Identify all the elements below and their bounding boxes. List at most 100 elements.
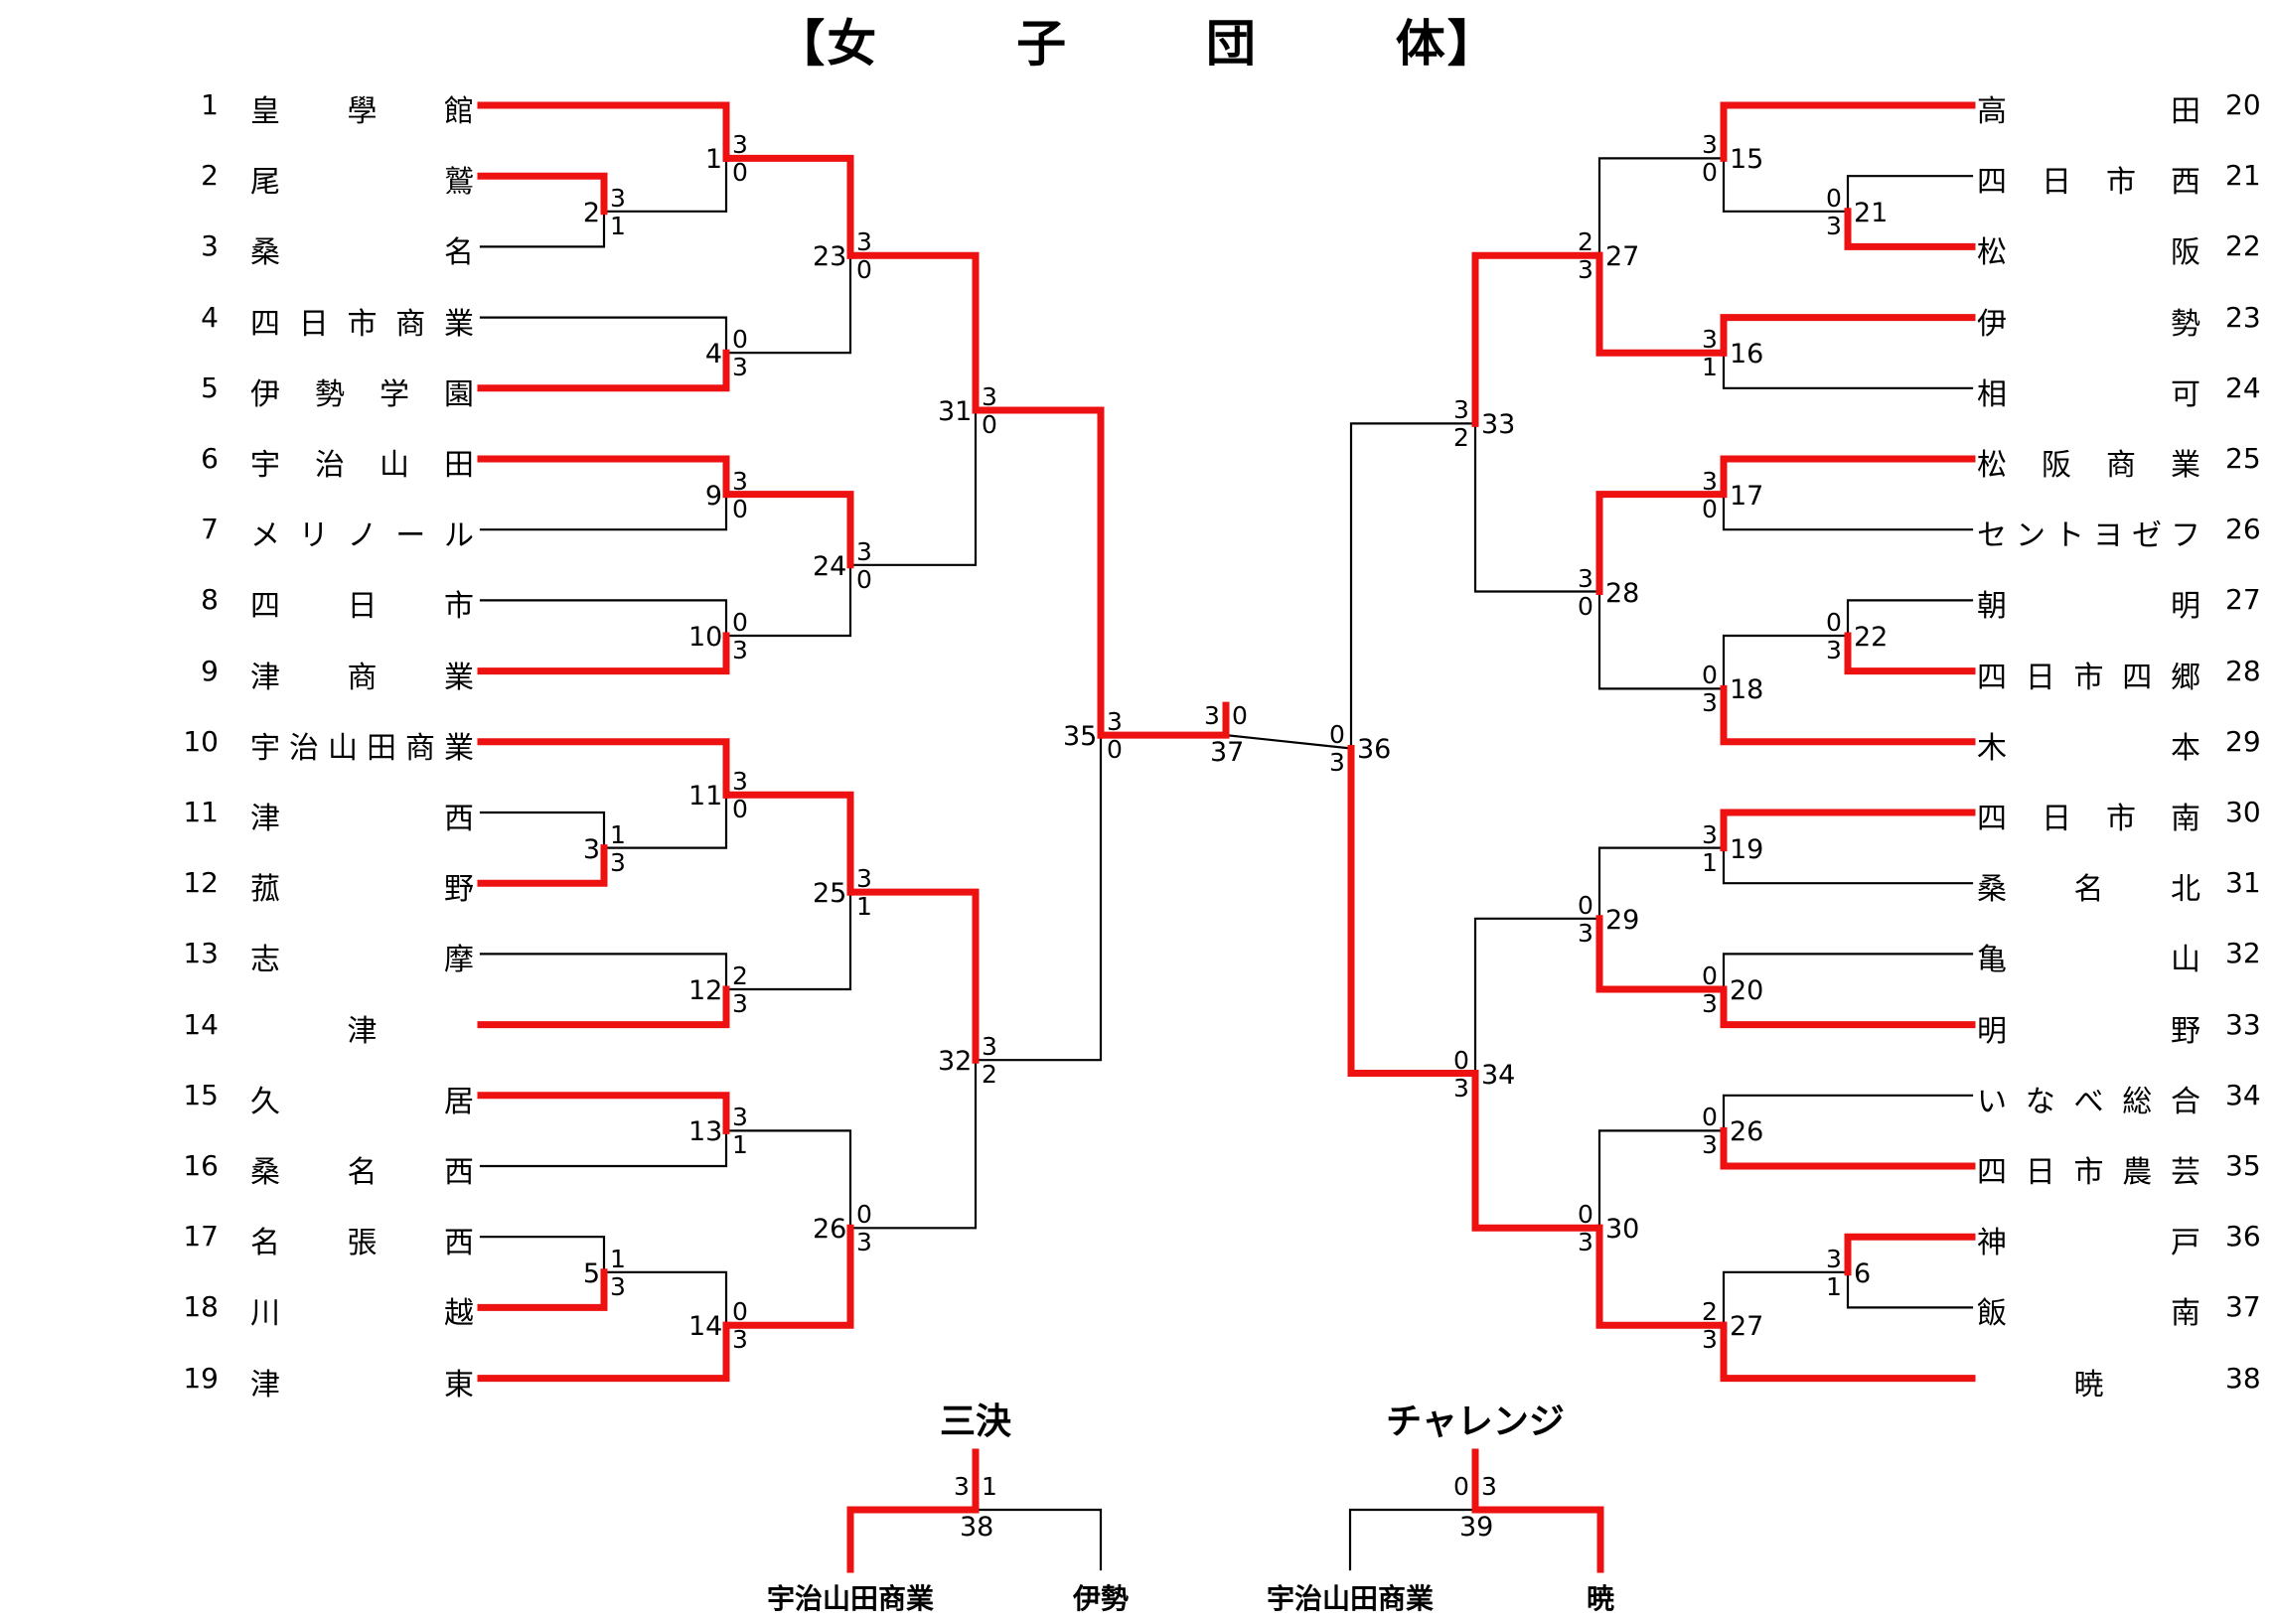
bracket-line [1720, 101, 1976, 162]
bracket-line [479, 1129, 728, 1168]
team-name-char: 四 [1977, 802, 2007, 836]
sub-bracket-line [974, 1508, 1103, 1571]
bracket-line [722, 1224, 854, 1329]
team-name-char: 伊 [250, 376, 280, 412]
bracket-line [602, 794, 728, 849]
bracket-line [1471, 251, 1603, 427]
match-score-bottom: 3 [1702, 1130, 1718, 1160]
match-score-bottom: 1 [1702, 847, 1718, 877]
bracket-line [477, 172, 608, 216]
match-score-bottom: 3 [1578, 255, 1593, 285]
bracket-line [479, 599, 728, 638]
team-name: 松阪商業 [1977, 440, 2200, 484]
sub-score-left: 3 [954, 1472, 970, 1501]
match-number: 24 [813, 550, 847, 582]
match-score-top: 3 [982, 382, 997, 412]
team-seed-number: 12 [183, 866, 219, 900]
team-name-char: 四 [2122, 660, 2153, 695]
match-score-bottom: 1 [610, 211, 626, 240]
match-number: 25 [813, 878, 847, 910]
team-name-char: 津 [347, 1013, 378, 1049]
sub-score-right: 1 [982, 1472, 997, 1501]
bracket-line [477, 1321, 730, 1383]
match-score-bottom: 1 [856, 892, 872, 922]
team-name-char: 市 [2073, 660, 2104, 695]
match-score-bottom: 3 [732, 989, 748, 1018]
bracket-line [602, 157, 728, 213]
final-line [1097, 701, 1230, 739]
team-name-char: ン [2016, 518, 2046, 554]
team-name-char: 日 [298, 306, 329, 342]
team-name-char: 摩 [444, 943, 474, 978]
team-name-char: 高 [1977, 94, 2007, 129]
team-name-char: 川 [250, 1296, 280, 1332]
bracket-line [722, 491, 854, 569]
match-score-bottom: 3 [1702, 688, 1718, 718]
team-name: 津商業 [250, 653, 474, 696]
bracket-line [1844, 632, 1976, 675]
team-name-char: 山 [379, 448, 409, 483]
team-name: 久居 [250, 1077, 474, 1120]
match-number: 20 [1730, 975, 1764, 1006]
team-name-char: 四 [250, 306, 280, 342]
team-seed-number: 14 [183, 1007, 219, 1041]
team-name-char: 市 [2106, 802, 2136, 836]
bracket-line [479, 811, 606, 849]
match-number: 1 [704, 144, 722, 176]
bracket-line [1595, 251, 1728, 357]
bracket-line [602, 1270, 728, 1327]
bracket-line [1471, 1070, 1603, 1232]
team-name: いなべ総合 [1977, 1077, 2200, 1120]
bracket-line [1597, 846, 1726, 920]
team-name: 飯南 [1977, 1288, 2200, 1332]
team-name-char: 勢 [315, 376, 345, 412]
team-seed-number: 27 [2225, 583, 2261, 617]
team-name-char: 朝 [1977, 589, 2007, 625]
bracket-line [1595, 491, 1728, 595]
team-name-char: 可 [2171, 376, 2200, 412]
team-name-char: 伊 [1977, 306, 2007, 342]
team-name-char: 学 [379, 376, 409, 412]
match-number: 18 [1730, 674, 1764, 706]
bracket-line [479, 316, 728, 355]
team-name: 桑名西 [250, 1147, 474, 1191]
team-name-char: 北 [2171, 872, 2200, 908]
bracket-line [722, 154, 854, 259]
team-name-char: 西 [444, 1226, 474, 1261]
match-number: 10 [688, 622, 723, 653]
team-name: 伊勢 [1977, 299, 2200, 343]
team-name: 相可 [1977, 369, 2200, 413]
match-number: 14 [688, 1311, 723, 1343]
match-score-top: 0 [1578, 890, 1593, 920]
match-score-top: 0 [1702, 1103, 1718, 1132]
team-name-char: 戸 [2171, 1226, 2200, 1261]
team-name-char: 西 [2171, 165, 2200, 201]
match-number: 30 [1605, 1214, 1640, 1246]
match-score-top: 3 [1702, 819, 1718, 849]
bracket-line [848, 1059, 978, 1230]
bracket-line [1722, 1094, 1974, 1132]
team-name-char: 明 [2171, 589, 2200, 625]
match-score-bottom: 0 [856, 255, 872, 285]
team-seed-number: 18 [183, 1290, 219, 1324]
bracket-line [1722, 493, 1974, 531]
team-name-char: 市 [347, 306, 378, 342]
team-name: 川越 [250, 1288, 474, 1332]
match-score-bottom: 3 [1702, 1325, 1718, 1355]
match-score-top: 3 [856, 864, 872, 894]
team-name-char: 日 [2042, 165, 2071, 201]
bracket-line [477, 844, 608, 887]
bracket-line [1597, 590, 1726, 690]
team-name: セントヨゼフ [1977, 511, 2200, 554]
team-name-char: 皇 [250, 94, 280, 129]
team-name-char: 市 [2106, 165, 2136, 201]
team-name-char: 松 [1977, 448, 2007, 483]
match-score-top: 3 [732, 466, 748, 496]
team-name-char: な [2025, 1084, 2055, 1119]
team-seed-number: 3 [201, 229, 219, 263]
match-score-top: 0 [1702, 961, 1718, 990]
match-number: 16 [1730, 339, 1764, 370]
team-name-char: 園 [444, 376, 474, 412]
team-name-char: 西 [444, 1155, 474, 1190]
team-seed-number: 21 [2225, 159, 2261, 193]
